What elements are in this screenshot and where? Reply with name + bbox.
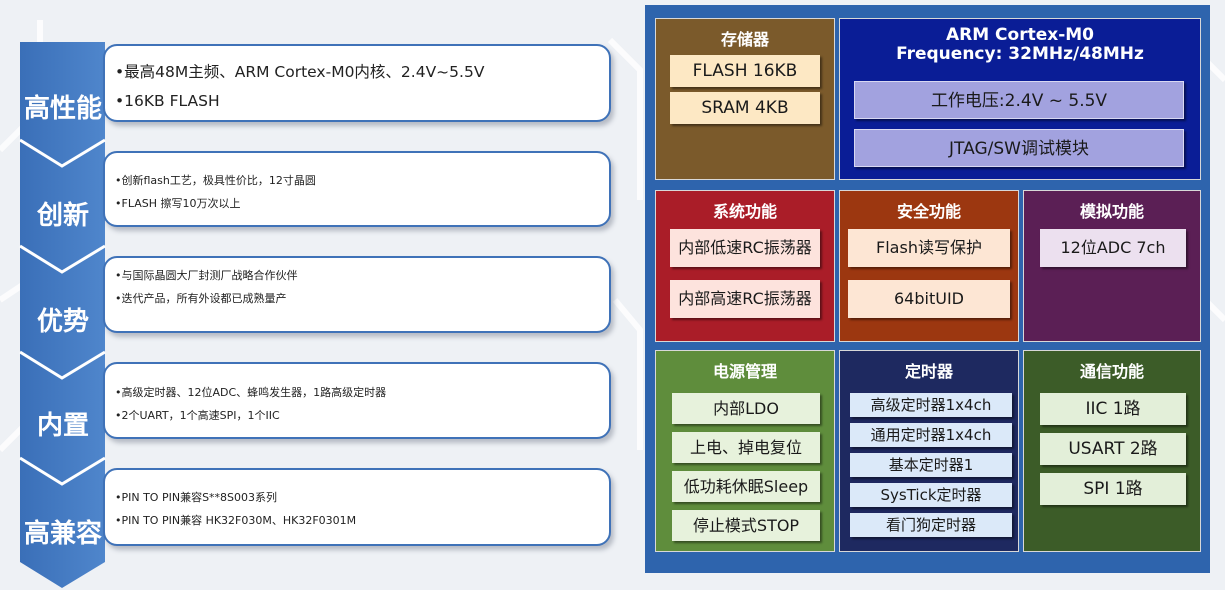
chip-voltage: 工作电压:2.4V ~ 5.5V (854, 81, 1184, 119)
chip-iic: IIC 1路 (1040, 393, 1186, 425)
feature-line: •2个UART，1个高速SPI，1个IIC (115, 409, 280, 422)
block-title: 通信功能 (1079, 362, 1144, 381)
chip-uid: 64bitUID (848, 280, 1010, 318)
chip-flash: FLASH 16KB (670, 55, 820, 87)
block-core: ARM Cortex-M0 Frequency: 32MHz/48MHz 工作电… (839, 18, 1201, 180)
chevron-5 (20, 458, 105, 588)
feature-box-compatibility: •PIN TO PIN兼容S**8S003系列 •PIN TO PIN兼容 HK… (103, 468, 611, 546)
block-title: 存储器 (720, 30, 769, 49)
chip-systick: SysTick定时器 (850, 483, 1012, 507)
chip-adv-timer: 高级定时器1x4ch (850, 393, 1012, 417)
block-title: 安全功能 (896, 202, 961, 221)
block-diagram-panel: 存储器 FLASH 16KB SRAM 4KB ARM Cortex-M0 Fr… (645, 5, 1210, 573)
block-title: 系统功能 (712, 202, 777, 221)
core-title: ARM Cortex-M0 (945, 25, 1095, 45)
feature-box-builtin: •高级定时器、12位ADC、蜂鸣发生器，1路高级定时器 •2个UART，1个高速… (103, 362, 611, 439)
feature-line: •迭代产品，所有外设都已成熟量产 (115, 292, 287, 305)
chip-watchdog: 看门狗定时器 (850, 513, 1012, 537)
chevron-1 (20, 42, 105, 166)
chip-sram: SRAM 4KB (670, 92, 820, 124)
feature-label-performance: 高性能 (23, 94, 102, 124)
chip-debug: JTAG/SW调试模块 (854, 129, 1184, 167)
feature-line: •高级定时器、12位ADC、蜂鸣发生器，1路高级定时器 (115, 386, 387, 399)
feature-label-builtin: 内置 (36, 411, 89, 441)
chip-hsi: 内部高速RC振荡器 (670, 280, 820, 318)
chip-stop: 停止模式STOP (672, 510, 820, 541)
chip-sleep: 低功耗休眠Sleep (672, 471, 820, 502)
feature-box-innovation: •创新flash工艺，极具性价比，12寸晶圆 •FLASH 擦写10万次以上 (103, 151, 611, 227)
chevron-2 (20, 140, 105, 272)
feature-label-compatibility: 高兼容 (23, 519, 102, 549)
feature-box-performance: •最高48M主频、ARM Cortex-M0内核、2.4V~5.5V •16KB… (103, 44, 611, 122)
feature-line: •PIN TO PIN兼容 HK32F030M、HK32F0301M (115, 514, 357, 527)
core-frequency: Frequency: 32MHz/48MHz (896, 44, 1144, 64)
block-title: 定时器 (904, 362, 953, 381)
feature-line: •16KB FLASH (115, 92, 220, 110)
block-communication: 通信功能 IIC 1路 USART 2路 SPI 1路 (1023, 350, 1201, 552)
feature-label-advantage: 优势 (36, 307, 89, 337)
feature-line: •创新flash工艺，极具性价比，12寸晶圆 (115, 174, 316, 187)
chevron-4 (20, 352, 105, 484)
feature-line: •与国际晶圆大厂封测厂战略合作伙伴 (115, 269, 298, 282)
chip-usart: USART 2路 (1040, 433, 1186, 465)
block-title: 电源管理 (712, 362, 777, 381)
feature-line: •PIN TO PIN兼容S**8S003系列 (115, 491, 278, 504)
block-title: 模拟功能 (1079, 202, 1144, 221)
chip-adc: 12位ADC 7ch (1040, 229, 1186, 267)
feature-line: •FLASH 擦写10万次以上 (115, 197, 241, 210)
chip-spi: SPI 1路 (1040, 473, 1186, 505)
block-analog: 模拟功能 12位ADC 7ch (1023, 190, 1201, 342)
block-power: 电源管理 内部LDO 上电、掉电复位 低功耗休眠Sleep 停止模式STOP (655, 350, 835, 552)
chevron-3 (20, 246, 105, 378)
chip-lsi: 内部低速RC振荡器 (670, 229, 820, 267)
chip-ldo: 内部LDO (672, 393, 820, 424)
block-memory: 存储器 FLASH 16KB SRAM 4KB (655, 18, 835, 180)
chip-gp-timer: 通用定时器1x4ch (850, 423, 1012, 447)
chip-basic-timer: 基本定时器1 (850, 453, 1012, 477)
block-system: 系统功能 内部低速RC振荡器 内部高速RC振荡器 (655, 190, 835, 342)
feature-line: •最高48M主频、ARM Cortex-M0内核、2.4V~5.5V (115, 63, 485, 81)
chip-reset: 上电、掉电复位 (672, 432, 820, 463)
block-timer: 定时器 高级定时器1x4ch 通用定时器1x4ch 基本定时器1 SysTick… (839, 350, 1019, 552)
block-security: 安全功能 Flash读写保护 64bitUID (839, 190, 1019, 342)
chip-flash-protect: Flash读写保护 (848, 229, 1010, 267)
feature-label-innovation: 创新 (36, 201, 89, 231)
feature-box-advantage: •与国际晶圆大厂封测厂战略合作伙伴 •迭代产品，所有外设都已成熟量产 (103, 256, 611, 333)
chevron-arrows (19, 42, 106, 588)
